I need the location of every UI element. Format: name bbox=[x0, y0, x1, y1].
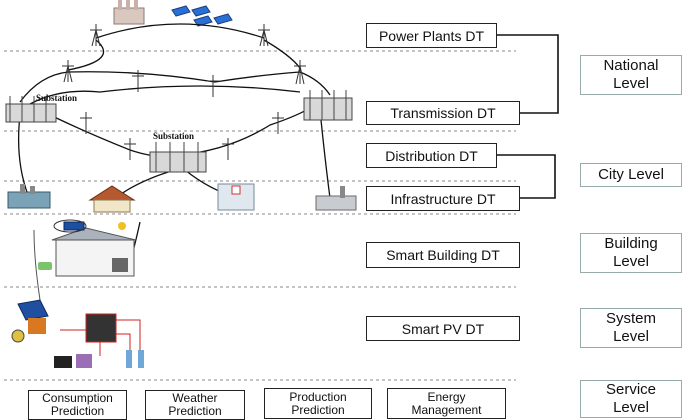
distribution-dt-box: Distribution DT bbox=[366, 143, 497, 168]
building-level-box: Building Level bbox=[580, 233, 682, 273]
smart-building-illustration bbox=[33, 219, 137, 301]
solar-tracker-icon bbox=[17, 299, 49, 321]
factory-left-icon bbox=[7, 184, 51, 209]
national-bracket bbox=[497, 34, 559, 114]
building-level-line2: Level bbox=[613, 253, 649, 270]
transmission-dt-box: Transmission DT bbox=[366, 101, 520, 125]
consumption-prediction-line1: Consumption bbox=[42, 391, 113, 405]
consumption-prediction-box: Consumption Prediction bbox=[28, 390, 127, 420]
smart-building-dt-label: Smart Building DT bbox=[386, 247, 500, 263]
substation-center-icon bbox=[149, 142, 207, 173]
pylon-icon bbox=[294, 60, 306, 85]
infrastructure-dt-label: Infrastructure DT bbox=[390, 190, 496, 207]
infrastructure-dt-box: Infrastructure DT bbox=[366, 186, 520, 211]
smart-building-dt-box: Smart Building DT bbox=[366, 242, 520, 268]
power-plant-icon bbox=[113, 0, 145, 25]
production-prediction-line2: Prediction bbox=[291, 402, 345, 417]
energy-management-line1: Energy bbox=[427, 389, 466, 404]
city-bracket bbox=[497, 154, 556, 199]
national-level-line2: Level bbox=[613, 75, 649, 92]
service-level-line2: Level bbox=[613, 399, 649, 416]
factory-right-icon bbox=[315, 186, 357, 211]
rooftop-pv-icon bbox=[63, 221, 85, 231]
system-level-line1: System bbox=[605, 310, 656, 327]
service-level-line1: Service bbox=[605, 381, 657, 398]
distribution-dt-label: Distribution DT bbox=[385, 147, 478, 164]
battery-icon bbox=[54, 356, 72, 368]
substation-left-label: Substation bbox=[36, 93, 78, 103]
weather-prediction-line1: Weather bbox=[172, 391, 218, 405]
system-level-box: System Level bbox=[580, 308, 682, 348]
national-level-box: National Level bbox=[580, 55, 682, 95]
pylon-icon bbox=[90, 24, 102, 47]
city-level-line1: City Level bbox=[598, 166, 664, 183]
level-separators bbox=[4, 50, 516, 381]
city-level-box: City Level bbox=[580, 163, 682, 187]
system-level-line2: Level bbox=[613, 328, 649, 345]
production-prediction-line1: Production bbox=[289, 389, 347, 404]
pylons bbox=[62, 24, 306, 160]
national-level-line1: National bbox=[603, 57, 659, 74]
pylon-icon bbox=[80, 112, 92, 134]
pylon-icon bbox=[222, 138, 234, 160]
pylon-icon bbox=[62, 60, 74, 83]
controller-board-icon bbox=[85, 313, 117, 343]
bracket-connectors bbox=[497, 34, 559, 199]
building-level-line1: Building bbox=[604, 235, 658, 252]
pylon-icon bbox=[124, 138, 136, 160]
pylon-icon bbox=[132, 70, 144, 92]
weather-prediction-line2: Prediction bbox=[168, 404, 222, 418]
smart-pv-dt-box: Smart PV DT bbox=[366, 316, 520, 341]
substation-right-icon bbox=[303, 90, 353, 121]
service-level-box: Service Level bbox=[580, 380, 682, 418]
solar-farm-icon bbox=[171, 5, 233, 27]
pylon-icon bbox=[207, 75, 219, 97]
weather-prediction-box: Weather Prediction bbox=[145, 390, 245, 420]
pv-system-illustration bbox=[11, 299, 144, 368]
consumption-prediction-line2: Prediction bbox=[50, 404, 105, 418]
ev-car-icon bbox=[38, 262, 52, 270]
substation-left-icon bbox=[5, 96, 57, 123]
power-plants-dt-label: Power Plants DT bbox=[378, 27, 485, 44]
substation-center-label: Substation bbox=[153, 131, 195, 141]
pylon-icon bbox=[258, 24, 270, 47]
energy-management-box: Energy Management bbox=[387, 388, 506, 419]
house-icon bbox=[88, 185, 136, 213]
energy-management-line2: Management bbox=[411, 402, 482, 417]
production-prediction-box: Production Prediction bbox=[264, 388, 372, 419]
meter-icon bbox=[112, 258, 128, 272]
transmission-dt-label: Transmission DT bbox=[390, 105, 496, 121]
power-plants-dt-box: Power Plants DT bbox=[366, 23, 497, 48]
hospital-icon bbox=[217, 183, 255, 211]
smart-pv-dt-label: Smart PV DT bbox=[401, 320, 485, 337]
pylon-icon bbox=[272, 112, 284, 134]
sun-icon bbox=[118, 222, 126, 230]
